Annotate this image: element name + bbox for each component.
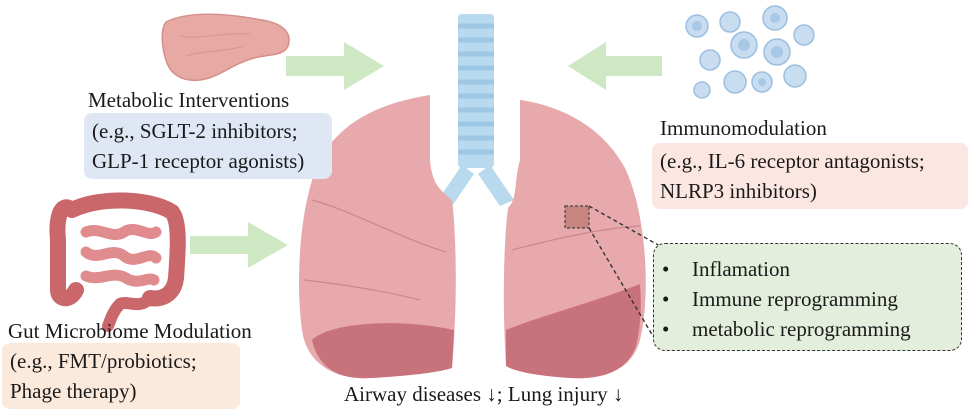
metabolic-examples-box: (e.g., SGLT-2 inhibitors; GLP-1 receptor… xyxy=(84,113,332,179)
bullet: • xyxy=(662,317,670,341)
metabolic-example-line: GLP-1 receptor agonists) xyxy=(92,149,305,173)
immune-cells-icon xyxy=(685,5,815,99)
gut-examples-box: (e.g., FMT/probiotics; Phage therapy) xyxy=(2,343,240,409)
immuno-example-line: (e.g., IL-6 receptor antagonists; xyxy=(660,149,925,173)
bullet: • xyxy=(662,257,670,281)
effects-list: •Inflamation •Immune reprogramming •meta… xyxy=(654,244,961,344)
effect-item: •metabolic reprogramming xyxy=(662,314,961,344)
lung-tissue-highlight xyxy=(564,205,590,229)
bullet: • xyxy=(662,287,670,311)
pancreas-icon xyxy=(161,13,290,82)
lungs-icon xyxy=(299,95,661,379)
metabolic-title: Metabolic Interventions xyxy=(88,88,290,112)
immuno-examples-box: (e.g., IL-6 receptor antagonists; NLRP3 … xyxy=(652,143,968,209)
arrow-metabolic xyxy=(286,42,384,90)
trachea-icon xyxy=(438,14,514,206)
immuno-title: Immunomodulation xyxy=(660,116,827,140)
outcome-caption: Airway diseases ↓; Lung injury ↓ xyxy=(344,382,624,406)
gut-example-line: Phage therapy) xyxy=(10,379,137,403)
metabolic-example-line: (e.g., SGLT-2 inhibitors; xyxy=(92,119,298,143)
gut-title: Gut Microbiome Modulation xyxy=(8,319,252,343)
arrow-immuno xyxy=(568,42,662,90)
callout-line-bottom xyxy=(588,227,661,349)
immuno-example-line: NLRP3 inhibitors) xyxy=(660,179,817,203)
effect-item: •Immune reprogramming xyxy=(662,284,961,314)
effects-box: •Inflamation •Immune reprogramming •meta… xyxy=(653,243,962,351)
effect-item: •Inflamation xyxy=(662,254,961,284)
arrow-gut xyxy=(190,222,288,268)
gut-example-line: (e.g., FMT/probiotics; xyxy=(10,349,197,373)
intestine-icon xyxy=(49,192,186,332)
